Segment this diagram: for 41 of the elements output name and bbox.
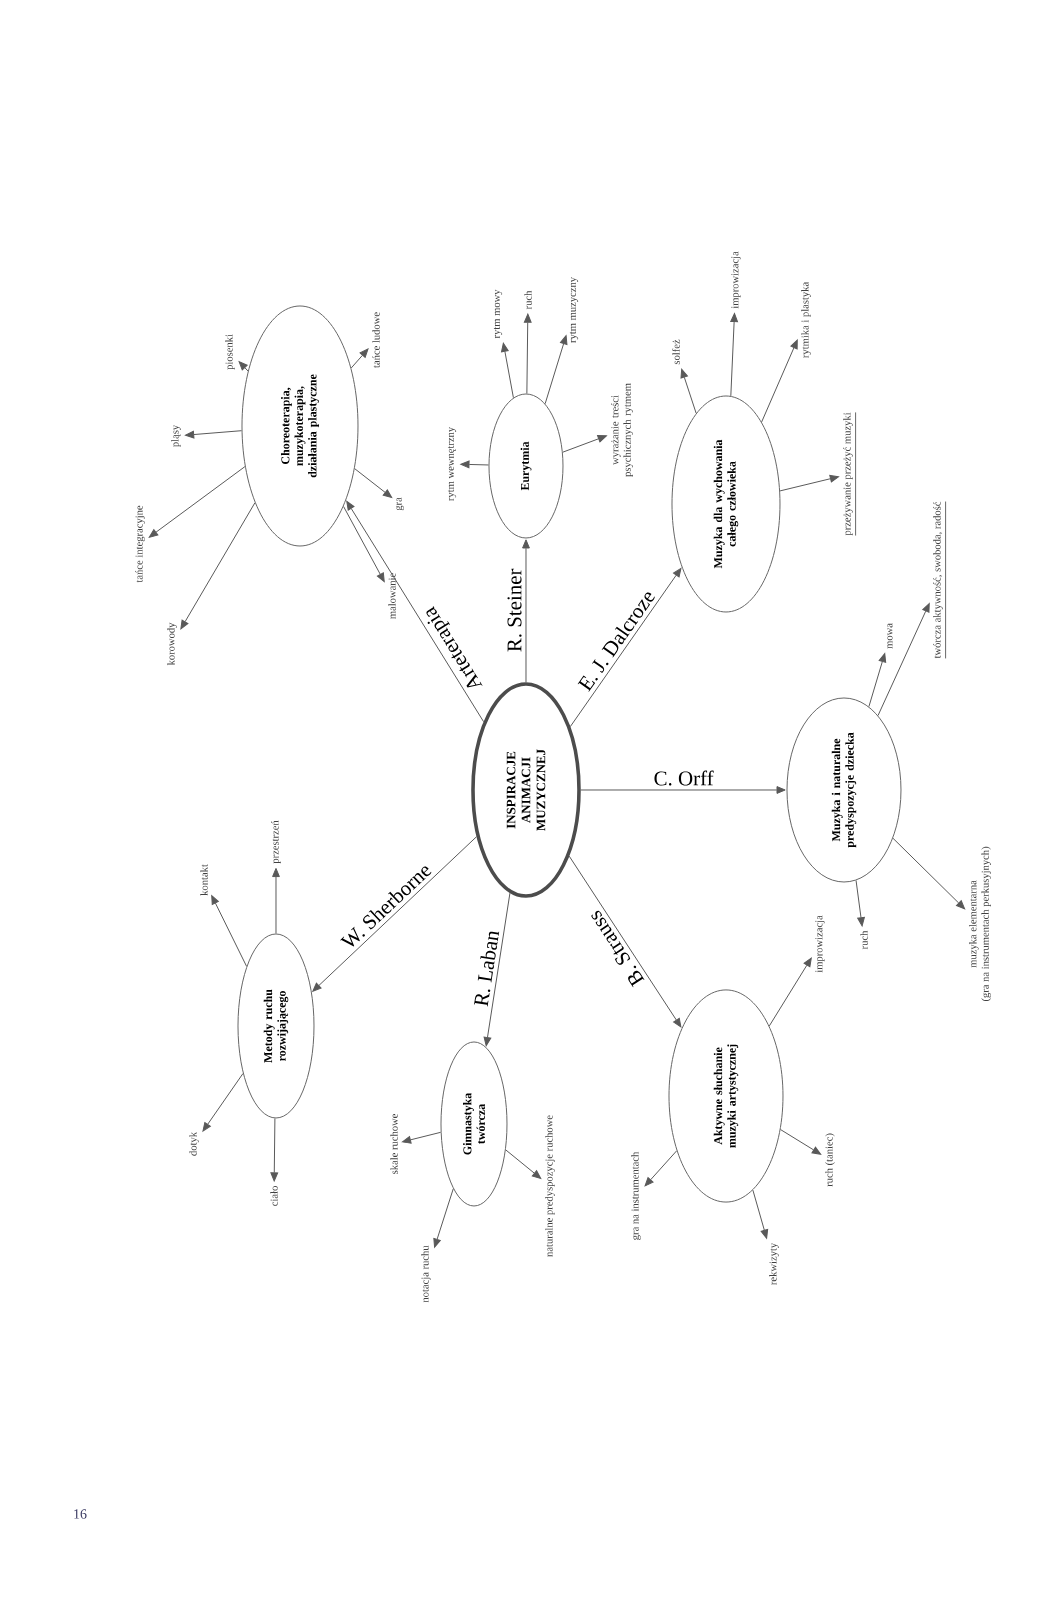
arrow: [544, 335, 568, 405]
arrow: [569, 567, 682, 728]
arrow: [877, 603, 930, 716]
arrow: [505, 1149, 542, 1179]
arrow: [568, 855, 682, 1028]
arrow: [523, 313, 532, 394]
arrow: [343, 505, 385, 583]
arrow: [346, 500, 485, 723]
arrow: [270, 1117, 279, 1182]
arrow: [211, 895, 248, 967]
edge-label: C. Orff: [654, 770, 714, 786]
arrow: [752, 1189, 769, 1239]
arrow: [433, 1188, 454, 1248]
arrow: [350, 348, 369, 369]
arrow: [780, 1129, 822, 1155]
arrow: [868, 653, 887, 708]
arrow: [680, 368, 697, 414]
edge-label: R. Steiner: [507, 568, 522, 652]
arrow: [761, 339, 798, 423]
arrow: [460, 460, 489, 469]
arrow: [892, 837, 966, 910]
arrow: [401, 1131, 442, 1144]
arrow: [779, 474, 839, 492]
arrow: [180, 502, 256, 630]
arrow: [238, 361, 249, 372]
arrow: [148, 466, 246, 538]
arrow: [272, 867, 280, 934]
arrow: [768, 957, 812, 1027]
arrow: [730, 312, 738, 397]
arrow: [185, 430, 243, 439]
edge-label: R. Laban: [474, 931, 500, 1007]
arrow: [644, 1150, 678, 1187]
arrow: [580, 786, 786, 794]
arrow: [202, 1073, 244, 1132]
arrow: [483, 892, 511, 1047]
arrow: [312, 836, 478, 992]
arrow: [522, 539, 530, 683]
arrow: [354, 468, 393, 499]
arrow: [855, 879, 865, 927]
arrow: [501, 342, 514, 399]
arrow: [562, 435, 607, 453]
